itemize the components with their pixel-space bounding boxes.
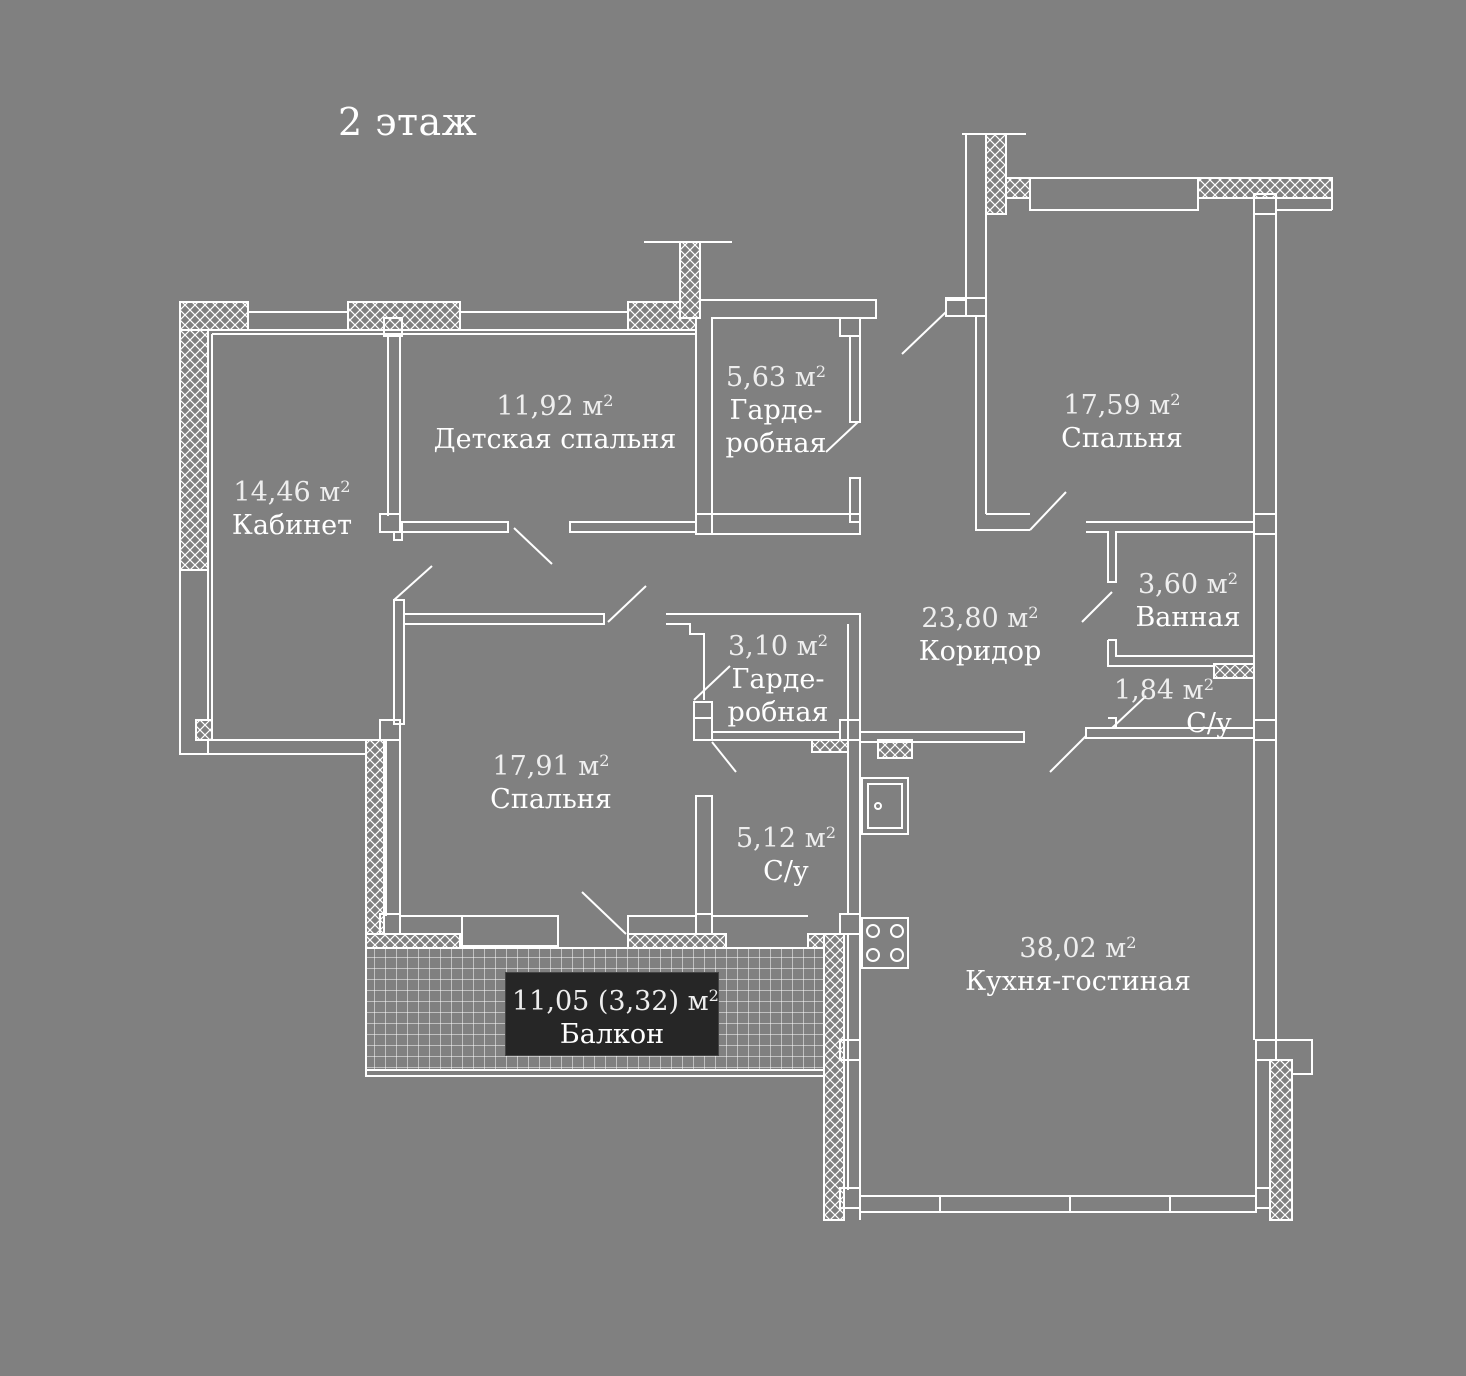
floor-title: 2 этаж [338,100,478,144]
room-name: Гарде- [731,663,825,695]
room-label-kids-bedroom: 11,92 м2 Детская спальня [434,384,677,456]
room-name: Гарде- [729,394,823,426]
room-name: Спальня [490,783,612,815]
unit-power: 2 [817,631,829,650]
room-label-balcony: 11,05 (3,32) м2 Балкон [505,972,719,1056]
room-label-wardrobe-1: 5,63 м2 Гарде- робная [726,355,827,460]
room-name: Кухня-гостиная [965,965,1191,997]
room-area: 3,10 м [727,630,818,662]
room-name: С/у [1186,707,1232,739]
unit-power: 2 [603,391,614,410]
balcony-rail [365,1069,825,1077]
unit-power: 2 [1028,603,1039,622]
walls [179,133,1333,1221]
room-area: 17,91 м [492,750,600,782]
unit-power: 2 [1126,933,1137,952]
unit-power: 2 [708,986,719,1005]
room-label-bath: 3,60 м2 Ванная [1135,562,1240,634]
room-area: 11,05 (3,32) м [512,985,709,1017]
exterior-wall [347,301,461,331]
room-name: Детская спальня [433,423,677,455]
unit-power: 2 [599,751,610,770]
room-name: Коридор [918,635,1042,667]
unit-power: 2 [1227,569,1238,588]
room-area: 11,92 м [496,390,604,422]
room-label-wc: 5,12 м2 С/у [736,816,836,888]
room-label-wc-small: 1,84 м2 С/у [1096,668,1232,740]
room-name: С/у [763,855,809,887]
unit-power: 2 [815,362,827,381]
exterior-wall [179,301,209,571]
room-name: Спальня [1061,422,1183,454]
room-label-kabinet: 14,46 м2 Кабинет [232,470,352,542]
room-name: Ванная [1135,601,1241,633]
room-name-line2: робная [725,427,827,459]
unit-power: 2 [825,823,837,842]
unit-power: 2 [1203,675,1214,694]
room-name: Балкон [559,1018,665,1050]
room-area: 5,63 м [725,361,816,393]
unit-power: 2 [340,477,351,496]
room-label-wardrobe-2: 3,10 м2 Гарде- робная [728,624,829,729]
room-area: 3,60 м [1137,568,1228,600]
room-label-bedroom-1: 17,59 м2 Спальня [1061,383,1183,455]
exterior-wall [179,301,249,331]
room-area: 17,59 м [1063,389,1171,421]
room-area: 38,02 м [1019,932,1127,964]
room-area: 23,80 м [921,602,1029,634]
room-area: 14,46 м [233,476,341,508]
room-label-bedroom-2: 17,91 м2 Спальня [490,744,612,816]
room-label-corridor: 23,80 м2 Коридор [919,596,1042,668]
exterior-wall [679,241,701,319]
room-area: 5,12 м [735,822,826,854]
unit-power: 2 [1170,390,1181,409]
room-name-line2: робная [727,696,829,728]
room-name: Кабинет [231,509,353,541]
room-label-kitchen-living: 38,02 м2 Кухня-гостиная [965,926,1191,998]
room-area: 1,84 м [1113,674,1204,706]
